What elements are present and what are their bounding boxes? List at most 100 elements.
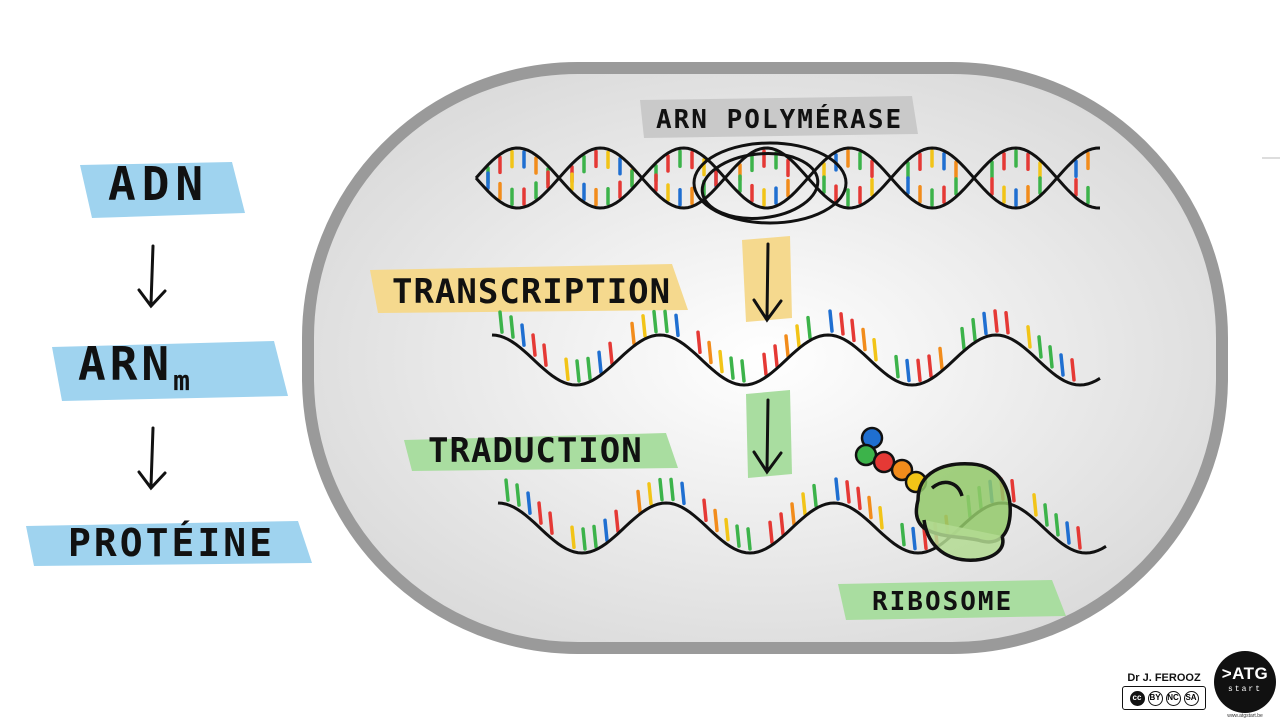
mrna-base: [971, 317, 977, 342]
mrna-base: [806, 315, 812, 340]
transcription-arrow: [752, 242, 783, 323]
mrna-base: [1032, 493, 1038, 517]
arn-highlight: [52, 341, 288, 401]
dna-strand-a: [474, 146, 1101, 210]
mrna-base: [982, 311, 988, 336]
mrna-base: [520, 323, 526, 347]
mrna-base: [839, 312, 845, 336]
mrna-base: [850, 318, 856, 343]
mrna-base: [674, 313, 680, 338]
mrna-base: [564, 357, 570, 382]
mrna-base: [526, 491, 532, 515]
mrna-base: [922, 526, 928, 551]
mrna-base: [724, 517, 730, 542]
mrna-base: [713, 508, 719, 533]
mrna-base: [1037, 335, 1043, 359]
mrna-base: [663, 309, 669, 334]
polymerase-highlight: [640, 96, 918, 138]
peptide-chain: [854, 426, 928, 494]
flow-arrow-2: [137, 426, 167, 491]
mrna-base: [707, 340, 713, 365]
mrna-base: [872, 337, 878, 362]
mrna-base: [537, 501, 543, 525]
traduction-arrow: [752, 398, 783, 475]
mrna-base: [641, 314, 647, 338]
mrna-base: [779, 512, 785, 536]
mrna-base: [702, 498, 708, 523]
mrna-base: [812, 483, 818, 508]
ribosome-highlight: [838, 580, 1066, 620]
mrna-base: [575, 359, 581, 383]
mrna-base: [597, 350, 603, 375]
adn-highlight: [80, 162, 245, 218]
mrna-base: [1070, 358, 1076, 382]
mrna-base: [647, 482, 653, 506]
transcription-highlight: [370, 264, 688, 313]
mrna-base: [696, 330, 702, 355]
adn-label: ADN: [108, 157, 209, 211]
ribosome: [914, 462, 1012, 562]
mrna-base: [746, 527, 752, 551]
cc-icon: cc: [1129, 690, 1145, 706]
dna-bases: [486, 149, 1090, 207]
mrna-base: [916, 358, 922, 383]
mrna-base: [762, 352, 768, 377]
mrna-base: [680, 481, 686, 506]
mrna-base: [614, 509, 620, 534]
mrna-base: [658, 477, 664, 502]
mrna-base: [790, 502, 796, 526]
mrna-base: [795, 324, 801, 348]
mrna-base: [773, 344, 779, 368]
mrna-2-bases: [504, 477, 1082, 551]
license-sa-icon: SA: [1183, 690, 1199, 706]
credit-block: Dr J. FEROOZ cc BY NC SA: [1122, 672, 1206, 710]
mrna-base: [548, 511, 554, 535]
mrna-base: [735, 524, 741, 548]
mrna-base: [878, 505, 884, 530]
arn-label: ARNm: [78, 337, 194, 397]
atg-start-logo[interactable]: >ATG start: [1214, 651, 1276, 713]
polymerase-label: ARN POLYMÉRASE: [656, 103, 903, 135]
mrna-base: [531, 333, 537, 357]
mrna-base: [905, 358, 911, 383]
mrna-base: [542, 343, 548, 367]
ribosome-label: RIBOSOME: [872, 587, 1013, 617]
logo-sub-text: start: [1227, 685, 1262, 694]
mrna-base: [636, 489, 642, 514]
mrna-base: [1059, 353, 1065, 377]
mrna-base: [938, 346, 944, 371]
mrna-base: [845, 480, 851, 504]
mrna-base: [592, 524, 598, 549]
traduction-label: TRADUCTION: [428, 431, 643, 471]
proteine-highlight: [26, 521, 312, 566]
mrna-1-bases: [498, 309, 1076, 383]
mrna-base: [603, 518, 609, 543]
mrna-base: [1026, 325, 1032, 349]
mrna-base: [498, 310, 504, 334]
mrna-base: [1054, 513, 1060, 537]
mrna-base: [801, 492, 807, 516]
logo-url: www.atgstart.be: [1227, 713, 1263, 719]
license-by-icon: BY: [1147, 690, 1163, 706]
mrna-base: [900, 522, 906, 547]
mrna-base: [894, 354, 900, 379]
mrna-base: [927, 354, 933, 378]
mrna-base: [856, 486, 862, 511]
logo-main-text: >ATG: [1221, 664, 1269, 683]
mrna-strand-1: [491, 333, 1101, 387]
mrna-base: [504, 478, 510, 502]
mrna-base: [1043, 503, 1049, 527]
author-name: Dr J. FEROOZ: [1127, 672, 1201, 684]
mrna-base: [515, 483, 521, 507]
mrna-base: [581, 527, 587, 551]
traduction-highlight: [404, 433, 678, 471]
mrna-base: [669, 477, 675, 502]
mrna-base: [768, 520, 774, 545]
transcription-label: TRANSCRIPTION: [392, 272, 671, 312]
mrna-base: [729, 356, 735, 380]
polymerase-enzyme: [692, 141, 848, 225]
mrna-base: [1010, 478, 1016, 503]
mrna-base: [630, 321, 636, 346]
cc-license-badge[interactable]: cc BY NC SA: [1122, 686, 1206, 710]
